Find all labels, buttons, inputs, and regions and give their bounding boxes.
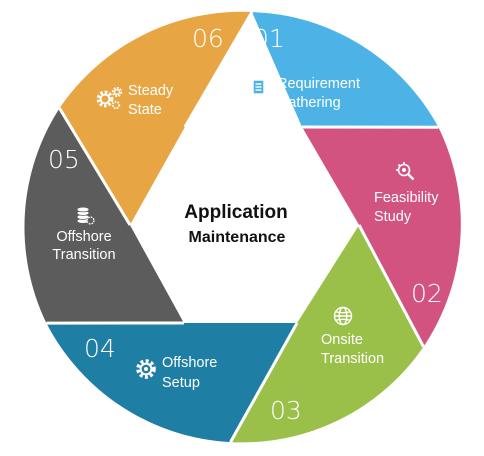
- label-onsite-line2: Transition: [321, 351, 384, 367]
- label-onsite-line1: Onsite: [321, 332, 363, 348]
- center-title-line2: Maintenance: [189, 229, 286, 246]
- label-feasibility-line1: Feasibility: [374, 190, 439, 206]
- document-icon: [250, 80, 264, 96]
- segment-number-05: 05: [48, 145, 80, 174]
- label-requirement-line2: Gathering: [277, 95, 341, 111]
- segment-number-01: 01: [253, 24, 285, 53]
- center-title-line1: Application: [184, 202, 287, 223]
- label-offshore-setup-line2: Setup: [162, 375, 200, 391]
- label-offshore-setup-line1: Offshore: [162, 355, 217, 371]
- label-offshore-transition-line2: Transition: [52, 247, 115, 263]
- label-feasibility-line2: Study: [374, 209, 412, 225]
- label-offshore-transition-line1: Offshore: [56, 229, 111, 245]
- label-requirement-line1: Requirement: [277, 76, 360, 92]
- segment-number-02: 02: [411, 279, 443, 308]
- label-steady-line1: Steady: [128, 83, 174, 99]
- segment-number-03: 03: [270, 396, 302, 425]
- segment-number-06: 06: [192, 24, 224, 53]
- label-steady-line2: State: [128, 102, 162, 118]
- segment-number-04: 04: [84, 334, 116, 363]
